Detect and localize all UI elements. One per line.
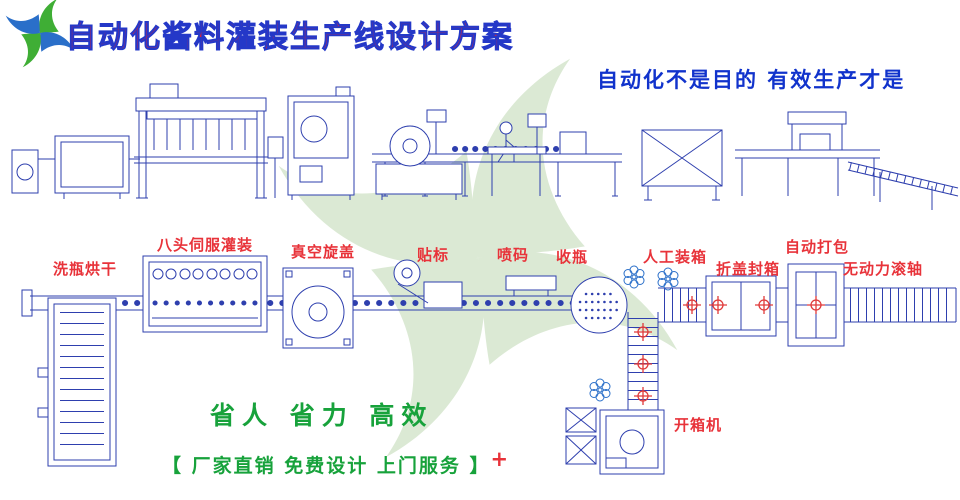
label-coding: 喷码 [497,246,530,264]
capper-plan-drawing [282,267,354,349]
label-carton-sealing: 折盖封箱 [716,260,781,278]
coder-plan-drawing [505,275,557,296]
filler-elevation-drawing [129,83,284,199]
label-manual-packing: 人工装箱 [643,248,708,266]
label-capping: 真空旋盖 [291,243,356,261]
elevation-row [11,83,959,210]
plan-row [21,255,957,475]
monitor-elevation-drawing [527,113,547,154]
center-mark [633,354,653,374]
label-carton-opening: 开箱机 [674,416,723,434]
capper-elevation-drawing [287,86,355,200]
label-collecting: 收瓶 [556,248,589,266]
carton-erector-elevation-drawing [641,129,723,201]
label-roller: 无动力滚轴 [843,260,924,278]
label-filling: 八头伺服灌装 [157,236,254,254]
benefit-slogan: 省人 省力 高效 [210,401,434,430]
worker-plan-icon [623,265,645,289]
washer-plan-drawing [37,297,117,467]
inkjet-coder-elevation-drawing [426,109,447,154]
center-mark [633,386,653,406]
plus-mark: + [490,447,509,471]
labeler-plan-drawing [393,259,463,309]
end-unit-elevation-drawing [559,131,587,155]
carton-opener-plan-drawing [565,407,665,475]
label-labeling: 贴标 [417,246,450,264]
service-slogan-text: 【 厂家直销 免费设计 上门服务 】 [162,455,491,477]
header-slogan: 自动化不是目的 有效生产才是 [597,68,906,92]
worker-plan-icon [589,378,611,402]
label-strapping: 自动打包 [785,238,850,256]
labeler-elevation-drawing [375,125,463,200]
page-title: 自动化酱料灌装生产线设计方案 [66,20,514,56]
label-wash-dry: 洗瓶烘干 [53,260,118,278]
worker-elevation-drawing [487,121,547,196]
service-slogan: 【 厂家直销 免费设计 上门服务 】+ [162,447,508,478]
collect-table-plan-drawing [570,276,628,334]
worker-plan-icon [657,267,679,291]
roller-elevation-drawing [847,161,959,210]
sealer-plan-drawing [705,275,777,337]
center-mark [682,295,702,315]
filler-plan-drawing [142,255,268,333]
washer-elevation-drawing [11,135,130,199]
taping-machine-elevation-drawing [735,111,880,196]
